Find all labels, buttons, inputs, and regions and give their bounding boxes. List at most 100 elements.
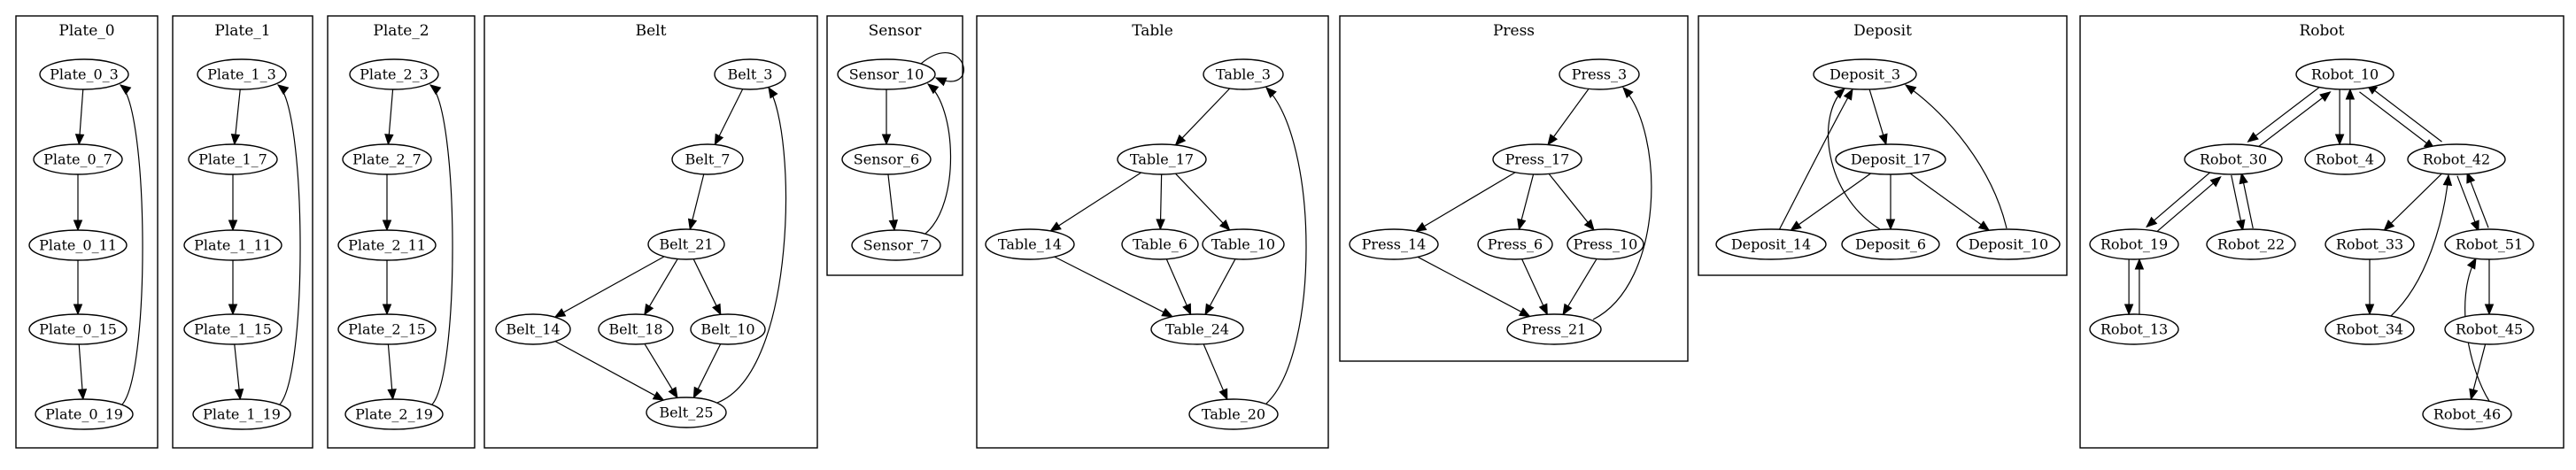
edge-arrowhead bbox=[768, 86, 778, 99]
node-table-24[interactable]: Table_24 bbox=[1150, 313, 1244, 345]
node-robot-4[interactable]: Robot_4 bbox=[2304, 143, 2386, 175]
node-plate-2-19[interactable]: Plate_2_19 bbox=[344, 398, 444, 430]
node-label: Robot_42 bbox=[2423, 151, 2490, 168]
node-belt-18[interactable]: Belt_18 bbox=[598, 313, 674, 345]
node-ellipse bbox=[337, 229, 437, 261]
node-robot-42[interactable]: Robot_42 bbox=[2407, 143, 2506, 175]
node-robot-51[interactable]: Robot_51 bbox=[2444, 228, 2534, 260]
node-table-20[interactable]: Table_20 bbox=[1188, 398, 1279, 430]
edge-press_17-to-press_6 bbox=[1517, 173, 1535, 231]
node-deposit-10[interactable]: Deposit_10 bbox=[1956, 228, 2061, 260]
node-label: Plate_1_7 bbox=[198, 151, 267, 168]
node-press-6[interactable]: Press_6 bbox=[1477, 228, 1553, 260]
node-belt-7[interactable]: Belt_7 bbox=[671, 143, 744, 175]
cluster-plate-2: Plate_2 bbox=[327, 15, 476, 449]
node-plate-1-3[interactable]: Plate_1_3 bbox=[197, 58, 287, 90]
edge-arrowhead bbox=[2209, 176, 2222, 188]
node-plate-1-19[interactable]: Plate_1_19 bbox=[192, 398, 291, 430]
node-plate-0-19[interactable]: Plate_0_19 bbox=[35, 398, 134, 430]
node-deposit-17[interactable]: Deposit_17 bbox=[1835, 143, 1946, 175]
edge-arrowhead bbox=[2383, 220, 2395, 231]
node-robot-45[interactable]: Robot_45 bbox=[2444, 313, 2534, 345]
node-label: Robot_22 bbox=[2217, 236, 2285, 253]
cluster-title: Robot bbox=[2300, 22, 2345, 40]
node-robot-10[interactable]: Robot_10 bbox=[2295, 58, 2394, 90]
edge-arrowhead bbox=[2345, 88, 2356, 100]
cluster-title: Press bbox=[1493, 22, 1535, 40]
edge-plate_0_7-to-plate_0_11 bbox=[73, 174, 83, 232]
node-plate-2-11[interactable]: Plate_2_11 bbox=[337, 229, 437, 261]
node-label: Plate_1_15 bbox=[194, 321, 272, 338]
cluster-press: Press bbox=[1339, 15, 1689, 362]
node-press-14[interactable]: Press_14 bbox=[1349, 228, 1439, 260]
node-label: Deposit_10 bbox=[1969, 236, 2048, 253]
node-plate-2-3[interactable]: Plate_2_3 bbox=[349, 58, 439, 90]
edge-plate_0_19-to-plate_0_3 bbox=[119, 84, 143, 405]
node-press-10[interactable]: Press_10 bbox=[1566, 228, 1644, 260]
node-press-17[interactable]: Press_17 bbox=[1492, 143, 1582, 175]
node-ellipse bbox=[2407, 143, 2506, 175]
edge-plate_2_15-to-plate_2_19 bbox=[387, 343, 397, 401]
node-deposit-3[interactable]: Deposit_3 bbox=[1813, 58, 1917, 90]
node-belt-25[interactable]: Belt_25 bbox=[646, 397, 727, 428]
node-table-6[interactable]: Table_6 bbox=[1121, 228, 1199, 260]
node-plate-1-7[interactable]: Plate_1_7 bbox=[188, 143, 278, 175]
cluster-title: Belt bbox=[636, 22, 667, 40]
edge-line bbox=[277, 84, 301, 405]
node-robot-34[interactable]: Robot_34 bbox=[2325, 313, 2415, 345]
node-plate-0-7[interactable]: Plate_0_7 bbox=[33, 143, 123, 175]
node-robot-19[interactable]: Robot_19 bbox=[2089, 228, 2179, 260]
node-label: Robot_19 bbox=[2100, 236, 2168, 253]
node-plate-0-15[interactable]: Plate_0_15 bbox=[28, 313, 128, 345]
node-robot-22[interactable]: Robot_22 bbox=[2206, 228, 2296, 260]
node-plate-0-11[interactable]: Plate_0_11 bbox=[28, 229, 128, 261]
edge-arrowhead bbox=[230, 134, 241, 146]
node-robot-46[interactable]: Robot_46 bbox=[2422, 398, 2512, 430]
node-table-3[interactable]: Table_3 bbox=[1203, 58, 1284, 90]
edge-arrowhead bbox=[1833, 88, 1845, 99]
edge-arrowhead bbox=[2334, 134, 2345, 146]
node-belt-14[interactable]: Belt_14 bbox=[495, 313, 571, 345]
edge-belt_18-to-belt_25 bbox=[644, 343, 678, 399]
edge-belt_10-to-belt_25 bbox=[692, 343, 722, 399]
node-plate-1-11[interactable]: Plate_1_11 bbox=[183, 229, 282, 261]
node-ellipse bbox=[1813, 58, 1917, 90]
edge-arrowhead bbox=[1414, 221, 1427, 232]
edge-line bbox=[644, 343, 678, 398]
node-ellipse bbox=[1477, 228, 1553, 260]
edge-press_14-to-press_21 bbox=[1417, 256, 1531, 318]
node-plate-2-15[interactable]: Plate_2_15 bbox=[337, 313, 437, 345]
node-table-10[interactable]: Table_10 bbox=[1202, 228, 1285, 260]
edge-table_24-to-table_20 bbox=[1203, 343, 1228, 401]
node-table-14[interactable]: Table_14 bbox=[985, 228, 1075, 260]
node-press-3[interactable]: Press_3 bbox=[1559, 58, 1640, 90]
node-robot-13[interactable]: Robot_13 bbox=[2089, 313, 2179, 345]
edge-arrowhead bbox=[926, 83, 940, 95]
node-belt-10[interactable]: Belt_10 bbox=[690, 313, 766, 345]
node-sensor-10[interactable]: Sensor_10 bbox=[837, 58, 936, 90]
node-table-17[interactable]: Table_17 bbox=[1117, 143, 1207, 175]
node-deposit-14[interactable]: Deposit_14 bbox=[1715, 228, 1827, 260]
node-robot-33[interactable]: Robot_33 bbox=[2325, 228, 2415, 260]
node-ellipse bbox=[1841, 228, 1940, 260]
node-deposit-6[interactable]: Deposit_6 bbox=[1841, 228, 1940, 260]
edge-line bbox=[429, 84, 453, 405]
node-robot-30[interactable]: Robot_30 bbox=[2184, 143, 2283, 175]
edge-robot_45-to-robot_46 bbox=[2469, 343, 2487, 401]
node-plate-1-15[interactable]: Plate_1_15 bbox=[183, 313, 282, 345]
node-sensor-6[interactable]: Sensor_6 bbox=[841, 143, 932, 175]
node-label: Plate_0_3 bbox=[50, 66, 119, 83]
edge-arrowhead bbox=[652, 390, 665, 401]
edge-arrowhead bbox=[1547, 134, 1559, 146]
edge-deposit_6-to-deposit_3 bbox=[1828, 88, 1881, 230]
node-belt-21[interactable]: Belt_21 bbox=[647, 228, 725, 260]
node-plate-2-7[interactable]: Plate_2_7 bbox=[342, 143, 432, 175]
node-sensor-7[interactable]: Sensor_7 bbox=[851, 229, 941, 261]
node-belt-3[interactable]: Belt_3 bbox=[714, 58, 786, 90]
node-plate-0-3[interactable]: Plate_0_3 bbox=[39, 58, 129, 90]
node-label: Plate_1_19 bbox=[203, 406, 281, 423]
edge-arrowhead bbox=[1622, 87, 1634, 99]
node-ellipse bbox=[2304, 143, 2386, 175]
node-ellipse bbox=[841, 143, 932, 175]
node-press-21[interactable]: Press_21 bbox=[1506, 313, 1602, 345]
